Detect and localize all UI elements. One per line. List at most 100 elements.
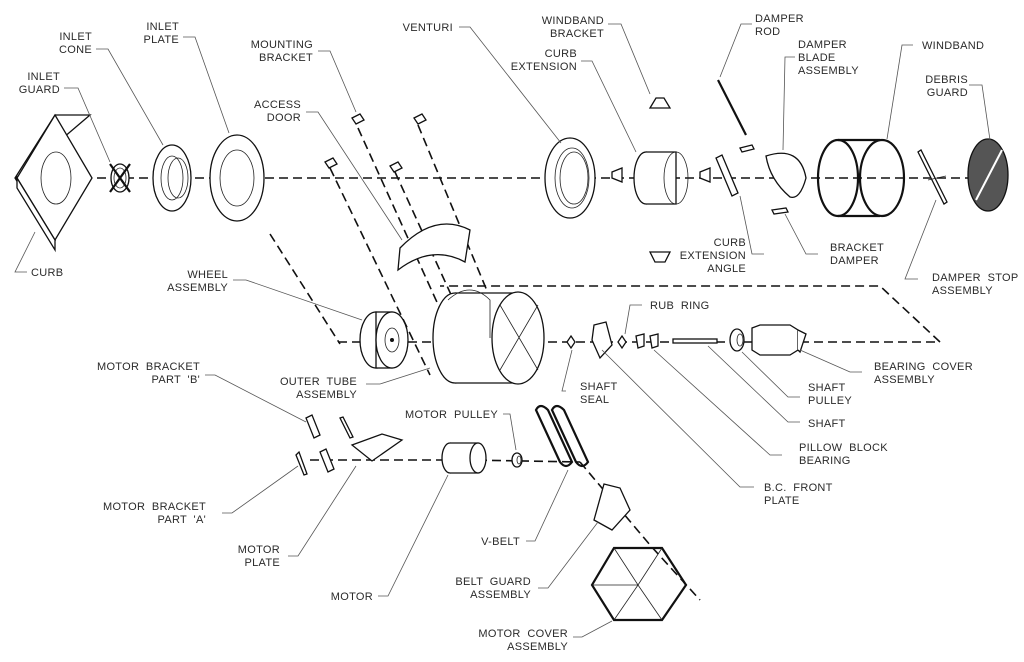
inlet-cone-part — [152, 144, 192, 212]
label-line: MOTOR BRACKET — [97, 361, 200, 373]
axis-wheel-link — [269, 233, 341, 345]
bc-front-plate-part — [591, 321, 613, 360]
rub-ring-part — [617, 334, 627, 350]
label-line: BEARING — [799, 455, 851, 467]
label-line: ASSEMBLY — [798, 65, 859, 77]
label-line: WHEEL — [187, 269, 228, 281]
label-line: B.C. FRONT — [764, 482, 833, 494]
damper-blade-assembly-part — [739, 144, 807, 199]
label-line: ROD — [755, 26, 780, 38]
label-motor-pulley: MOTOR PULLEY — [405, 409, 498, 421]
label-line: SHAFT — [808, 382, 846, 394]
label-line: INLET — [27, 71, 60, 83]
damper-stop-assembly-part — [917, 149, 948, 205]
curb-extension-part — [611, 151, 711, 205]
label-line: ASSEMBLY — [167, 282, 228, 294]
label-line: PART 'B' — [152, 374, 200, 386]
label-motor: MOTOR — [331, 591, 373, 603]
label-line: WINDBAND — [542, 15, 604, 27]
label-line: INLET — [59, 31, 92, 43]
label-venturi: VENTURI — [403, 22, 453, 34]
label-v-belt: V-BELT — [481, 536, 520, 548]
label-line: DAMPER — [798, 39, 847, 51]
windband-bracket-part — [648, 97, 672, 109]
inlet-plate-part — [209, 134, 265, 222]
label-line: CURB — [714, 237, 746, 249]
wheel-assembly-part — [359, 311, 409, 369]
label-line: MOTOR COVER — [478, 628, 568, 640]
label-line: BRACKET — [259, 52, 313, 64]
label-line: CURB — [31, 267, 63, 279]
label-line: BRACKET — [830, 242, 884, 254]
label-line: MOTOR — [238, 544, 280, 556]
motor-cover-assembly-part — [590, 546, 688, 622]
belt-guard-assembly-part — [593, 483, 631, 531]
label-line: MOTOR PULLEY — [405, 409, 498, 421]
label-line: ASSEMBLY — [507, 641, 568, 653]
label-line: BLADE — [798, 52, 836, 64]
label-line: ANGLE — [707, 263, 746, 275]
label-line: PULLEY — [808, 395, 852, 407]
label-line: OUTER TUBE — [280, 376, 357, 388]
curb-part — [14, 113, 93, 253]
v-belt-part — [534, 404, 590, 468]
label-line: ASSEMBLY — [932, 285, 993, 297]
label-curb: CURB — [31, 267, 63, 279]
label-line: WINDBAND — [922, 40, 984, 52]
label-line: BELT GUARD — [455, 576, 531, 588]
label-line: PLATE — [143, 34, 179, 46]
label-line: DAMPER STOP — [932, 272, 1019, 284]
label-line: PLATE — [244, 557, 280, 569]
motor-plate-part — [350, 433, 404, 462]
motor-part — [441, 442, 487, 474]
motor-pulley-part — [511, 452, 523, 468]
curb-extension-angle-part — [648, 154, 739, 263]
inlet-guard-part — [109, 163, 131, 193]
venturi-part — [544, 137, 596, 219]
label-line: PLATE — [764, 495, 800, 507]
bracket-damper-part — [771, 207, 789, 215]
shaft-part — [672, 338, 718, 344]
access-door-part — [397, 223, 471, 272]
debris-guard-part — [967, 138, 1009, 212]
label-line: PART 'A' — [158, 514, 206, 526]
motor-bracket-b-part — [305, 414, 354, 439]
label-line: ASSEMBLY — [296, 389, 357, 401]
label-line: MOTOR BRACKET — [103, 501, 206, 513]
label-line: CONE — [59, 44, 92, 56]
label-line: ACCESS — [254, 99, 301, 111]
label-line: V-BELT — [481, 536, 520, 548]
label-line: MOUNTING — [251, 39, 313, 51]
mounting-brackets — [324, 113, 427, 173]
label-line: BRACKET — [550, 28, 604, 40]
label-line: SEAL — [580, 394, 609, 406]
label-line: SHAFT — [808, 418, 846, 430]
label-line: GUARD — [19, 84, 60, 96]
label-line: INLET — [146, 21, 179, 33]
label-line: PILLOW BLOCK — [799, 442, 888, 454]
label-shaft: SHAFT — [808, 418, 846, 430]
label-rub-ring: RUB RING — [650, 300, 710, 312]
label-windband: WINDBAND — [922, 40, 984, 52]
label-line: DEBRIS — [925, 74, 968, 86]
bearing-cover-assembly-part — [751, 324, 807, 356]
